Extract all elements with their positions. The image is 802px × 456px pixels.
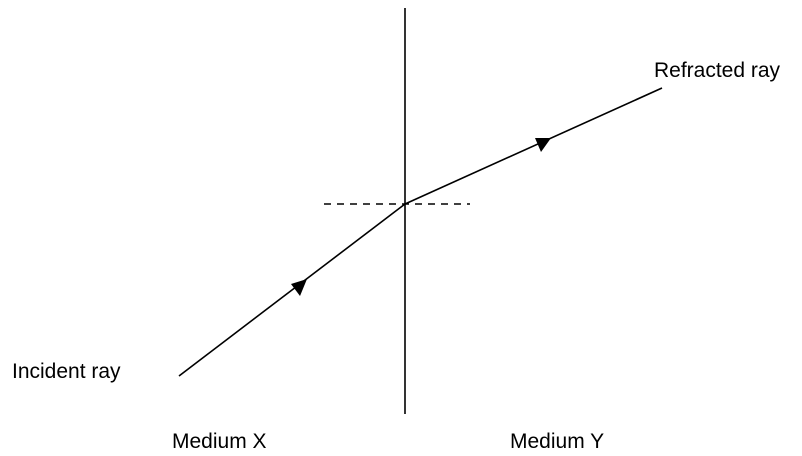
refracted-ray-arrowhead bbox=[535, 138, 551, 152]
medium-y-label: Medium Y bbox=[510, 430, 604, 453]
refracted-ray-label: Refracted ray bbox=[654, 59, 781, 82]
medium-x-label: Medium X bbox=[172, 430, 267, 453]
incident-ray-arrowhead bbox=[291, 279, 307, 296]
refracted-ray-line bbox=[404, 87, 663, 205]
incident-ray-label: Incident ray bbox=[12, 360, 121, 383]
incident-ray-line bbox=[178, 203, 406, 377]
